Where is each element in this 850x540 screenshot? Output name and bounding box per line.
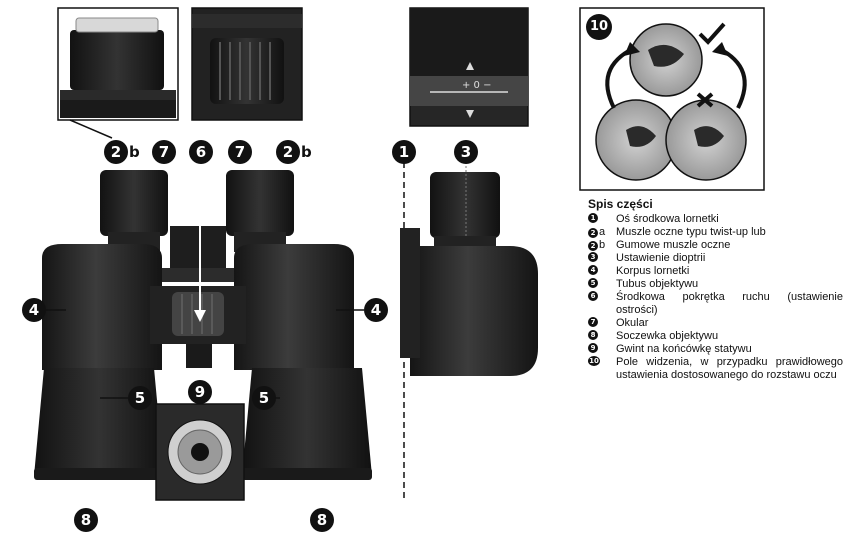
binoculars-front-view bbox=[34, 130, 372, 480]
callout-2b-right-suffix: b bbox=[301, 143, 312, 161]
legend-item-text: Gumowe muszle oczne bbox=[616, 239, 731, 251]
legend-marker-suffix: a bbox=[599, 226, 606, 238]
callout-7-left: 7 bbox=[152, 140, 176, 164]
legend-marker-number: 2 bbox=[588, 227, 598, 238]
callout-8-right: 8 bbox=[310, 508, 334, 532]
legend-marker: 10 bbox=[588, 356, 616, 366]
callout-5-left: 5 bbox=[128, 386, 152, 410]
legend-item: 4 Korpus lornetki bbox=[588, 265, 843, 278]
legend-marker-number: 6 bbox=[588, 291, 598, 301]
legend-marker-number: 10 bbox=[588, 356, 600, 366]
legend-marker: 7 bbox=[588, 317, 616, 327]
legend-item-text: Środkowa pokrętka ruchu (ustawienie ostr… bbox=[616, 291, 843, 316]
legend-marker: 5 bbox=[588, 278, 616, 288]
callout-4-right: 4 bbox=[364, 298, 388, 322]
legend-item-text: Okular bbox=[616, 317, 649, 329]
callout-4-left: 4 bbox=[22, 298, 46, 322]
legend-item-text: Pole widzenia, w przypadku prawidłowego … bbox=[616, 356, 843, 381]
callout-2b-left-suffix: b bbox=[129, 143, 140, 161]
legend-marker: 4 bbox=[588, 265, 616, 275]
legend-item-text: Muszle oczne typu twist-up lub bbox=[616, 226, 766, 238]
legend-item-text: Tubus objektywu bbox=[616, 278, 699, 290]
callout-9: 9 bbox=[188, 380, 212, 404]
legend-item: 3 Ustawienie dioptrii bbox=[588, 252, 843, 265]
legend-marker: 1 bbox=[588, 213, 616, 223]
legend-item: 5 Tubus objektywu bbox=[588, 278, 843, 291]
legend-marker-number: 1 bbox=[588, 213, 598, 223]
callout-3: 3 bbox=[454, 140, 478, 164]
legend-marker-number: 3 bbox=[588, 252, 598, 262]
legend-item-text: Soczewka objektywu bbox=[616, 330, 719, 342]
callout-1: 1 bbox=[392, 140, 416, 164]
legend-item-text: Oś środkowa lornetki bbox=[616, 213, 719, 225]
legend-marker: 8 bbox=[588, 330, 616, 340]
legend-item: 6 Środkowa pokrętka ruchu (ustawienie ost… bbox=[588, 291, 843, 317]
check-icon bbox=[698, 22, 726, 45]
inset-field-of-view bbox=[579, 7, 765, 191]
legend-marker-suffix: b bbox=[599, 239, 606, 251]
legend-marker-number: 4 bbox=[588, 265, 598, 275]
legend-item: 9 Gwint na końcówkę statywu bbox=[588, 343, 843, 356]
cross-icon bbox=[696, 92, 714, 108]
legend-item: 7 Okular bbox=[588, 317, 843, 330]
legend-title: Spis części bbox=[588, 197, 653, 211]
callout-10: 10 bbox=[586, 14, 612, 40]
legend-marker: 3 bbox=[588, 252, 616, 262]
legend-marker-number: 7 bbox=[588, 317, 598, 327]
legend-item: 10 Pole widzenia, w przypadku prawidłoweg… bbox=[588, 356, 843, 382]
legend-marker-number: 8 bbox=[588, 330, 598, 340]
binoculars-side-view bbox=[400, 162, 538, 500]
inset-eyecup bbox=[57, 7, 179, 121]
inset-diopter: + 0 − bbox=[409, 7, 529, 127]
callout-8-left: 8 bbox=[74, 508, 98, 532]
legend-item-text: Korpus lornetki bbox=[616, 265, 690, 277]
svg-text:+ 0 −: + 0 − bbox=[462, 80, 491, 91]
callout-2b-left: 2 bbox=[104, 140, 128, 164]
inset-eyecup-leader bbox=[69, 119, 113, 139]
callout-7-right: 7 bbox=[228, 140, 252, 164]
legend-item-text: Ustawienie dioptrii bbox=[616, 252, 706, 264]
inset-tripod-thread bbox=[155, 403, 245, 501]
legend-item: 1 Oś środkowa lornetki bbox=[588, 213, 843, 226]
legend-marker: 6 bbox=[588, 291, 616, 301]
callout-2b-right: 2 bbox=[276, 140, 300, 164]
inset-focus-wheel bbox=[191, 7, 303, 121]
legend-item-text: Gwint na końcówkę statywu bbox=[616, 343, 752, 355]
legend-marker-number: 9 bbox=[588, 343, 598, 353]
callout-5-right: 5 bbox=[252, 386, 276, 410]
legend-marker-number: 2 bbox=[588, 240, 598, 251]
legend-marker-number: 5 bbox=[588, 278, 598, 288]
legend-item: 8 Soczewka objektywu bbox=[588, 330, 843, 343]
legend-marker: 9 bbox=[588, 343, 616, 353]
callout-6: 6 bbox=[189, 140, 213, 164]
